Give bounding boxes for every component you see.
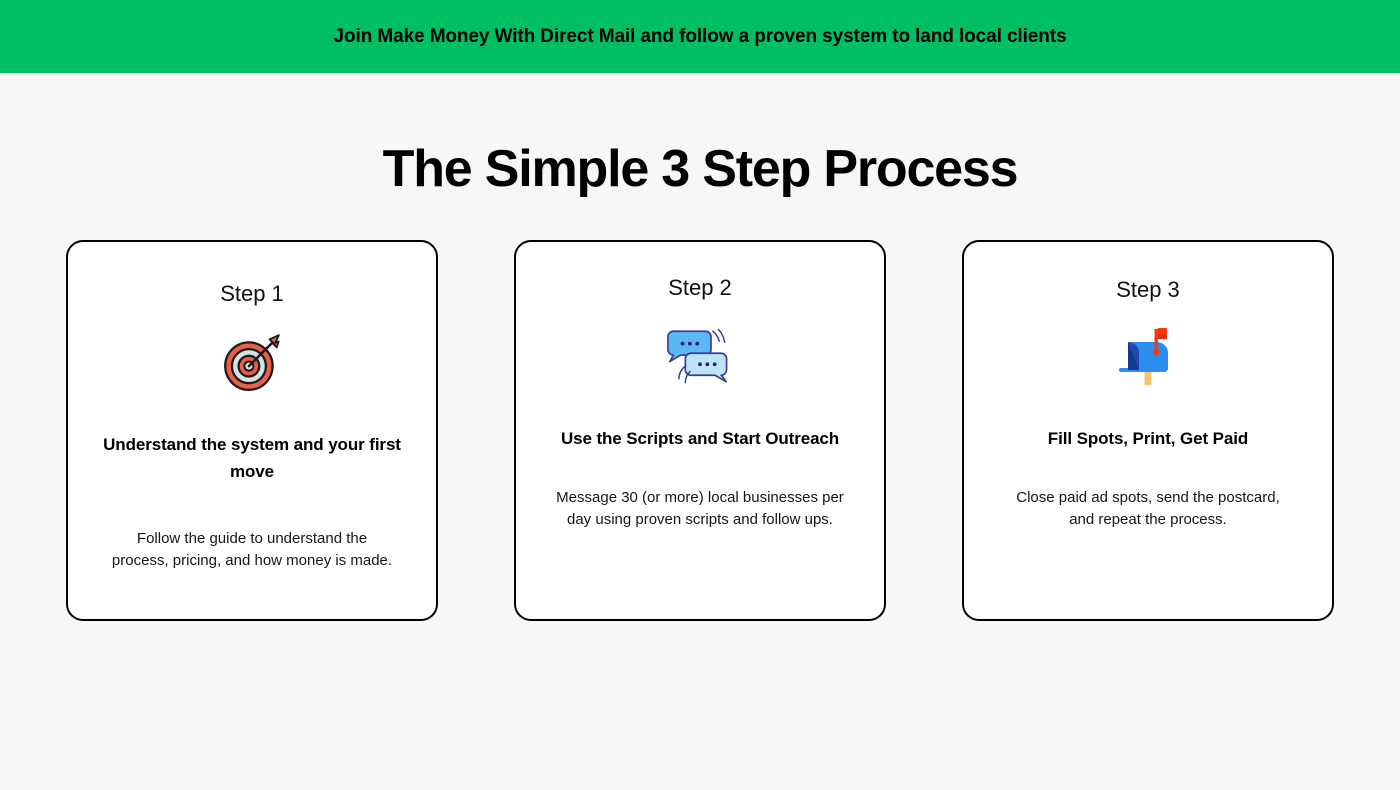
- step-card-3[interactable]: Step 3 Fill Spots, Print, Get Paid: [962, 240, 1334, 621]
- step-icon-container: [988, 323, 1308, 389]
- step-description: Message 30 (or more) local businesses pe…: [556, 489, 844, 528]
- mailbox-icon: [1119, 328, 1168, 385]
- step-icon-container: [540, 323, 860, 389]
- step-number-label: Step 3: [1116, 277, 1180, 302]
- speech-balloons-icon: [667, 328, 728, 384]
- step-description: Follow the guide to understand the proce…: [111, 530, 393, 569]
- step-number-label: Step 1: [220, 281, 284, 306]
- steps-container: Step 1 Understand the system and your fi…: [0, 240, 1400, 621]
- step-icon-container: [92, 329, 412, 395]
- bullseye-dart-icon: [224, 334, 280, 391]
- step-card-1[interactable]: Step 1 Understand the system and your fi…: [66, 240, 438, 621]
- step-description: Close paid ad spots, send the postcard, …: [1016, 489, 1280, 528]
- step-title: Use the Scripts and Start Outreach: [560, 429, 840, 448]
- announcement-banner-text: Join Make Money With Direct Mail and fol…: [333, 25, 1067, 47]
- step-title: Understand the system and your first mov…: [103, 435, 401, 481]
- page-title: The Simple 3 Step Process: [382, 140, 1019, 198]
- announcement-banner: Join Make Money With Direct Mail and fol…: [0, 0, 1400, 73]
- step-card-2[interactable]: Step 2: [514, 240, 886, 621]
- step-title: Fill Spots, Print, Get Paid: [1047, 429, 1249, 448]
- step-number-label: Step 2: [668, 275, 732, 300]
